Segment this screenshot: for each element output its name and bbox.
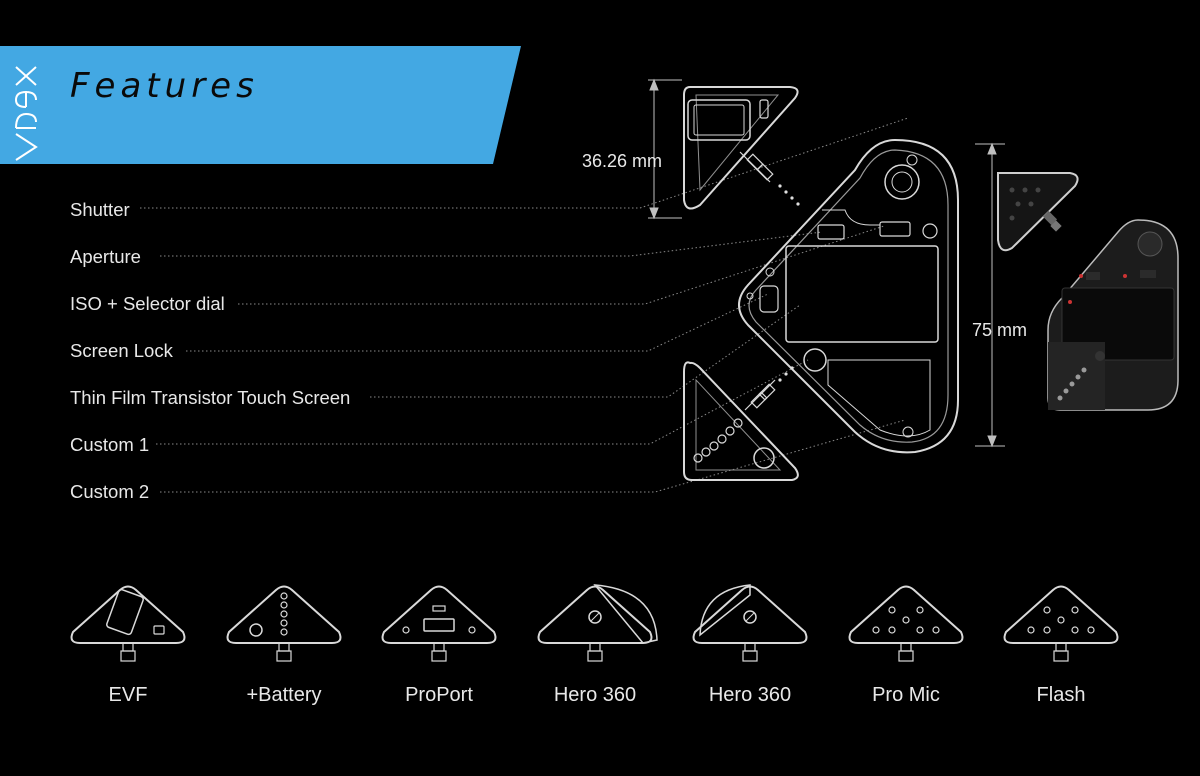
leader-shutter [140, 117, 909, 209]
accessory-label-battery: +Battery [246, 684, 322, 706]
feature-label-touch-screen: Thin Film Transistor Touch Screen [70, 387, 351, 408]
feature-label-iso: ISO + Selector dial [70, 293, 225, 314]
proport-module-icon [381, 585, 497, 662]
rendered-side-module [997, 172, 1079, 252]
feature-label-custom-2: Custom 2 [70, 481, 150, 502]
accessory-label-proport: ProPort [405, 684, 473, 706]
apex-logo [14, 66, 38, 161]
accessory-label-pro-mic: Pro Mic [872, 684, 940, 706]
bottom-module [683, 361, 799, 481]
accessory-label-evf: EVF [108, 684, 148, 706]
leader-custom-2 [160, 419, 906, 493]
leader-touch-screen [370, 304, 801, 398]
module-height-dimension: 36.26 mm [582, 151, 663, 171]
leader-iso [238, 225, 885, 305]
page-title: Features [70, 66, 259, 106]
leader-custom-1 [156, 359, 809, 445]
accessory-label-flash: Flash [1036, 684, 1086, 706]
hero360-module-icon [537, 584, 658, 662]
rendered-assembled-camera [1047, 219, 1179, 411]
module-connectors [778, 184, 800, 382]
leader-screen-lock [186, 293, 769, 352]
feature-label-screen-lock: Screen Lock [70, 340, 173, 361]
dimension-lines [648, 78, 1005, 448]
pro-mic-module-icon [848, 585, 964, 662]
camera-body [738, 138, 959, 454]
feature-label-aperture: Aperture [70, 246, 141, 267]
accessory-label-hero360-dome: Hero 360 [708, 684, 792, 706]
leader-aperture [160, 231, 823, 257]
accessory-row [70, 584, 1119, 662]
accessory-label-hero360: Hero 360 [553, 684, 637, 706]
banner-background [0, 46, 521, 164]
feature-label-shutter: Shutter [70, 199, 130, 220]
body-height-dimension: 75 mm [972, 320, 1028, 340]
flash-module-icon [1003, 585, 1119, 662]
hero360-dome-module-icon [692, 584, 808, 662]
top-module [683, 86, 799, 210]
leader-lines [140, 117, 909, 493]
battery-module-icon [226, 585, 342, 662]
evf-module-icon [70, 585, 186, 662]
feature-label-custom-1: Custom 1 [70, 434, 150, 455]
